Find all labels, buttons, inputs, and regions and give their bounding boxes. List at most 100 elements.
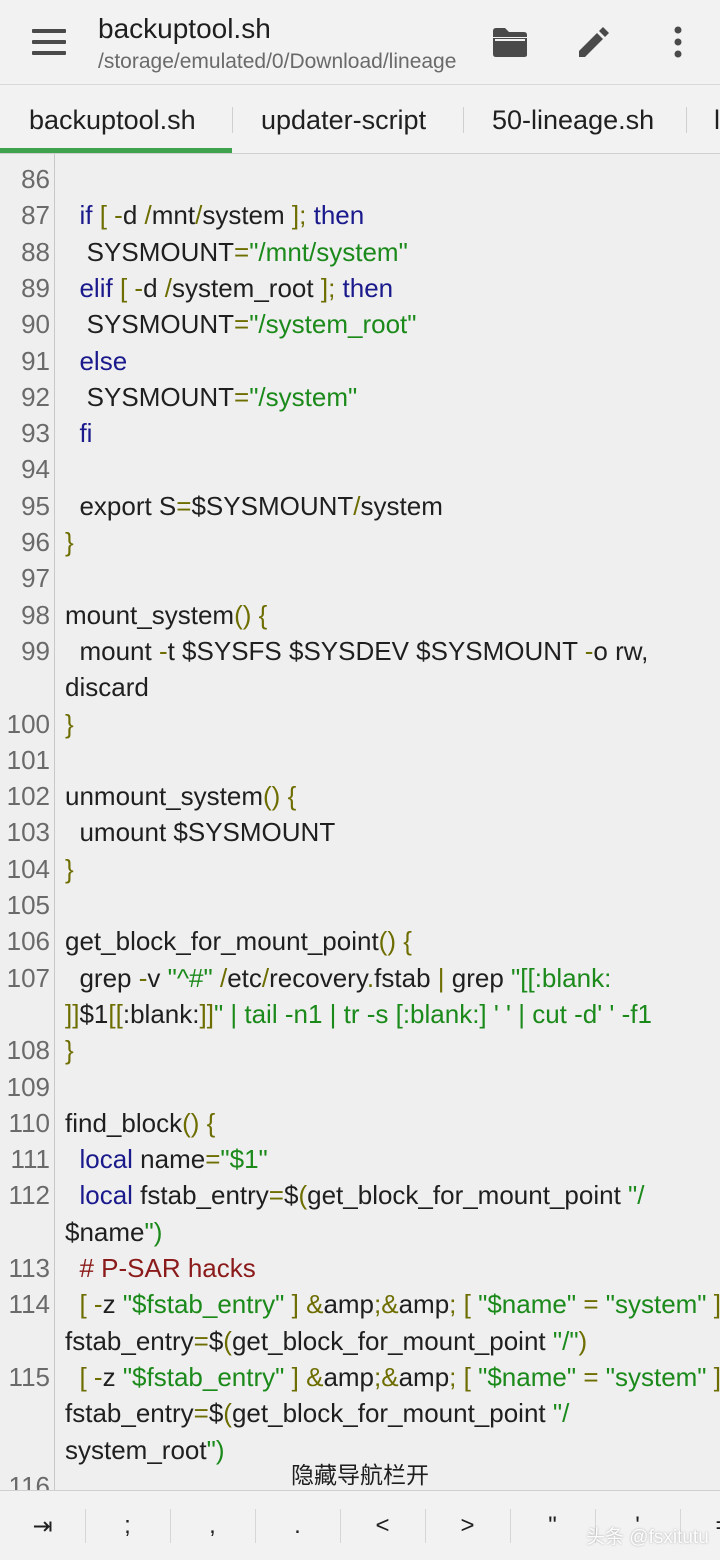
- code-text: if [ -d /mnt/system ]; then: [79, 200, 365, 231]
- code-text: SYSMOUNT="/system": [65, 381, 358, 412]
- symbol-divider: [595, 1509, 596, 1543]
- code-text: }: [65, 853, 74, 884]
- code-line: 91 else: [0, 343, 720, 379]
- line-number: 99: [21, 635, 50, 666]
- file-title: backuptool.sh: [98, 13, 271, 44]
- line-number: 102: [6, 781, 50, 812]
- symbol-key[interactable]: ': [635, 1512, 640, 1539]
- line-number: 107: [6, 962, 50, 993]
- code-line: 99 mount -t $SYSFS $SYSDEV $SYSMOUNT -o …: [0, 633, 720, 669]
- code-text: umount $SYSMOUNT: [65, 817, 336, 848]
- code-text: fstab_entry=$(get_block_for_mount_point …: [65, 1398, 570, 1429]
- code-text: else: [79, 345, 128, 376]
- tab-divider: [686, 107, 687, 133]
- pencil-edit-icon[interactable]: [572, 20, 616, 64]
- line-number: 90: [21, 309, 50, 340]
- code-text: discard: [65, 672, 149, 703]
- code-text: find_block() {: [65, 1107, 216, 1138]
- line-number: 96: [21, 527, 50, 557]
- code-text: $name"): [65, 1216, 163, 1247]
- symbol-input-bar: ⇥;,. < > " ' =: [0, 1490, 720, 1560]
- tab-divider: [463, 107, 464, 133]
- code-line: 116: [0, 1468, 720, 1490]
- code-text: elif [ -d /system_root ]; then: [79, 272, 394, 303]
- tab-key-icon[interactable]: ⇥: [32, 1512, 53, 1540]
- line-number: 108: [6, 1035, 50, 1066]
- code-line: 93 fi: [0, 415, 720, 451]
- code-text: }: [65, 708, 74, 739]
- code-line: 86: [0, 161, 720, 197]
- symbol-key[interactable]: ,: [209, 1512, 216, 1539]
- line-number: 97: [21, 563, 50, 594]
- code-text: unmount_system() {: [65, 781, 297, 812]
- code-text: }: [65, 527, 74, 557]
- symbol-key[interactable]: >: [460, 1512, 475, 1539]
- line-number: 103: [6, 817, 50, 848]
- code-line: 92 SYSMOUNT="/system": [0, 379, 720, 415]
- code-line: fstab_entry=$(get_block_for_mount_point …: [0, 1323, 720, 1359]
- code-text: # P-SAR hacks: [79, 1253, 256, 1283]
- code-line: discard: [0, 669, 720, 705]
- code-text: ]]$1[[:blank:]]" | tail -n1 | tr -s [:bl…: [65, 998, 652, 1029]
- line-number: 91: [21, 345, 50, 376]
- code-line: 105: [0, 887, 720, 923]
- active-tab-indicator: [0, 148, 232, 153]
- tab-overflow[interactable]: l: [714, 104, 720, 135]
- tab-backuptool[interactable]: backuptool.sh: [29, 104, 196, 135]
- line-number: 106: [6, 926, 50, 957]
- line-number: 111: [10, 1144, 50, 1175]
- code-line: 90 SYSMOUNT="/system_root": [0, 306, 720, 342]
- code-line: $name"): [0, 1214, 720, 1250]
- symbol-divider: [425, 1509, 426, 1543]
- code-line: 103 umount $SYSMOUNT: [0, 814, 720, 850]
- line-number: 109: [6, 1071, 50, 1102]
- code-line: fstab_entry=$(get_block_for_mount_point …: [0, 1395, 720, 1431]
- tab-updater-script[interactable]: updater-script: [261, 104, 427, 135]
- code-line: 115 [ -z "$fstab_entry" ] &amp;&amp; [ "…: [0, 1359, 720, 1395]
- line-number: 100: [6, 708, 50, 739]
- symbol-key[interactable]: ;: [124, 1512, 131, 1539]
- line-number: 116: [8, 1470, 50, 1490]
- code-line: 114 [ -z "$fstab_entry" ] &amp;&amp; [ "…: [0, 1286, 720, 1322]
- line-number: 101: [6, 744, 50, 775]
- folder-open-icon[interactable]: [488, 20, 532, 64]
- code-text: SYSMOUNT="/system_root": [65, 309, 417, 340]
- code-line: 100}: [0, 706, 720, 742]
- symbol-key[interactable]: <: [375, 1512, 390, 1539]
- tab-50-lineage[interactable]: 50-lineage.sh: [492, 104, 655, 135]
- hamburger-menu-icon[interactable]: [18, 22, 80, 62]
- code-line: 109: [0, 1069, 720, 1105]
- code-text: system_root"): [65, 1434, 225, 1465]
- line-number: 112: [8, 1180, 50, 1211]
- symbol-key[interactable]: .: [294, 1512, 301, 1539]
- code-line: 89 elif [ -d /system_root ]; then: [0, 270, 720, 306]
- code-line: 87 if [ -d /mnt/system ]; then: [0, 197, 720, 233]
- file-path: /storage/emulated/0/Download/lineage: [98, 50, 457, 73]
- line-number: 98: [21, 599, 50, 630]
- gutter-divider: [54, 154, 55, 1490]
- code-text: [ -z "$fstab_entry" ] &amp;&amp; [ "$nam…: [79, 1361, 720, 1392]
- line-number: 110: [8, 1107, 50, 1138]
- code-text: }: [65, 1035, 74, 1066]
- symbol-key[interactable]: =: [680, 1491, 720, 1560]
- app-bar: backuptool.sh /storage/emulated/0/Downlo…: [0, 0, 720, 84]
- line-number: 104: [6, 853, 50, 884]
- line-number: 114: [8, 1289, 50, 1320]
- line-number: 89: [21, 272, 50, 303]
- toast-hide-navbar: 隐藏导航栏开: [245, 1458, 475, 1492]
- line-number: 93: [21, 418, 50, 449]
- symbol-divider: [170, 1509, 171, 1543]
- symbol-key[interactable]: ": [548, 1512, 557, 1539]
- code-line: 95 export S=$SYSMOUNT/system: [0, 488, 720, 524]
- line-number: 105: [6, 890, 50, 920]
- file-tab-bar: backuptool.sh updater-script 50-lineage.…: [0, 84, 720, 154]
- code-text: fi: [79, 418, 93, 449]
- code-line: 108}: [0, 1032, 720, 1068]
- symbol-divider: [680, 1509, 681, 1543]
- more-vertical-icon[interactable]: [656, 20, 700, 64]
- code-line: 107 grep -v "^#" /etc/recovery.fstab | g…: [0, 960, 720, 996]
- code-line: 110 find_block() {: [0, 1105, 720, 1141]
- code-line: 112 local fstab_entry=$(get_block_for_mo…: [0, 1177, 720, 1213]
